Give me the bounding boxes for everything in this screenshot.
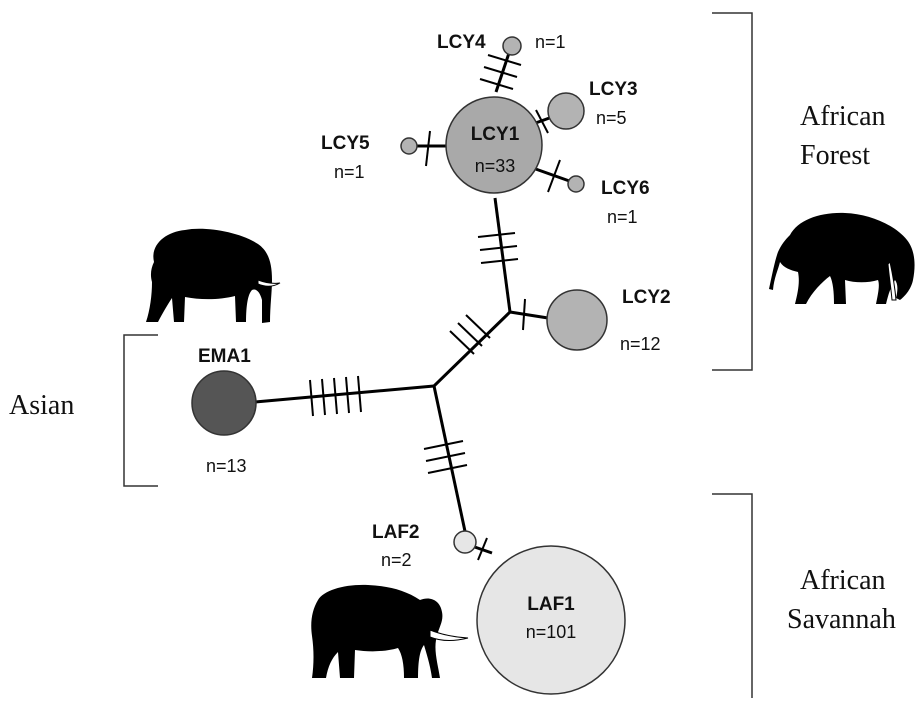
mutation-tick <box>479 245 518 251</box>
mutation-tick <box>535 109 549 134</box>
group-label-asian: Asian <box>9 390 74 421</box>
mutation-tick <box>477 232 516 238</box>
asian-bracket <box>123 334 158 487</box>
label-lcy6: LCY6 <box>601 178 650 199</box>
count-laf2: n=2 <box>381 550 412 570</box>
mutation-tick <box>465 314 491 339</box>
label-lcy1: LCY1 <box>471 124 520 145</box>
label-laf2: LAF2 <box>372 522 420 543</box>
mutation-tick <box>309 379 314 417</box>
mutation-tick <box>423 440 464 450</box>
mutation-tick <box>345 376 350 414</box>
mutation-tick <box>427 464 468 474</box>
african-savannah-bracket <box>712 493 753 698</box>
mutation-tick <box>487 54 522 66</box>
group-label-forest-line2: Forest <box>800 140 870 171</box>
edge-lcy1-lcy6 <box>529 165 576 185</box>
node-ema1 <box>191 370 257 436</box>
count-lcy3: n=5 <box>596 108 627 128</box>
count-lcy1: n=33 <box>475 156 516 176</box>
node-laf1 <box>476 545 626 695</box>
group-label-savannah-line2: Savannah <box>787 604 896 635</box>
label-laf1: LAF1 <box>527 594 575 615</box>
edge-junction-lcy2 <box>509 310 549 320</box>
group-label-savannah-line1: African <box>800 565 886 596</box>
edge-center-laf2 <box>432 385 468 537</box>
mutation-tick <box>333 377 338 415</box>
mutation-tick <box>425 452 466 462</box>
node-lcy3 <box>547 92 585 130</box>
node-laf2 <box>453 530 477 554</box>
mutation-tick <box>483 66 518 78</box>
mutation-tick <box>357 375 362 413</box>
node-lcy5 <box>400 137 418 155</box>
count-lcy2: n=12 <box>620 334 661 354</box>
node-lcy1 <box>445 96 543 194</box>
mutation-ticks <box>309 54 561 561</box>
mutation-tick <box>547 159 561 193</box>
node-lcy4 <box>502 36 522 56</box>
count-lcy5: n=1 <box>334 162 365 182</box>
label-lcy4: LCY4 <box>437 32 486 53</box>
edge-junction-lcy1 <box>493 197 512 313</box>
mutation-tick <box>479 78 514 90</box>
savannah-elephant-icon <box>311 584 469 678</box>
mutation-tick <box>522 298 526 331</box>
asian-elephant-icon <box>146 228 281 323</box>
label-lcy3: LCY3 <box>589 79 638 100</box>
label-lcy2: LCY2 <box>622 287 671 308</box>
edge-center-junction <box>432 310 512 388</box>
mutation-tick <box>449 330 475 355</box>
label-ema1: EMA1 <box>198 346 251 367</box>
count-laf1: n=101 <box>526 622 577 642</box>
count-ema1: n=13 <box>206 456 247 476</box>
mutation-tick <box>480 258 519 264</box>
mutation-tick <box>477 537 488 561</box>
mutation-tick <box>425 130 431 167</box>
network-nodes <box>191 36 626 695</box>
mutation-tick <box>457 322 483 347</box>
node-lcy6 <box>567 175 585 193</box>
african-forest-bracket <box>712 12 753 371</box>
mutation-tick <box>321 378 326 416</box>
node-labels: LCY1 n=33 LCY4 n=1 LCY3 n=5 LCY5 n=1 LCY… <box>198 32 671 642</box>
label-lcy5: LCY5 <box>321 133 370 154</box>
edge-ema1-center <box>254 384 435 404</box>
count-lcy6: n=1 <box>607 207 638 227</box>
count-lcy4: n=1 <box>535 32 566 52</box>
group-label-forest-line1: African <box>800 101 886 132</box>
forest-elephant-icon <box>769 212 915 304</box>
node-lcy2 <box>546 289 608 351</box>
